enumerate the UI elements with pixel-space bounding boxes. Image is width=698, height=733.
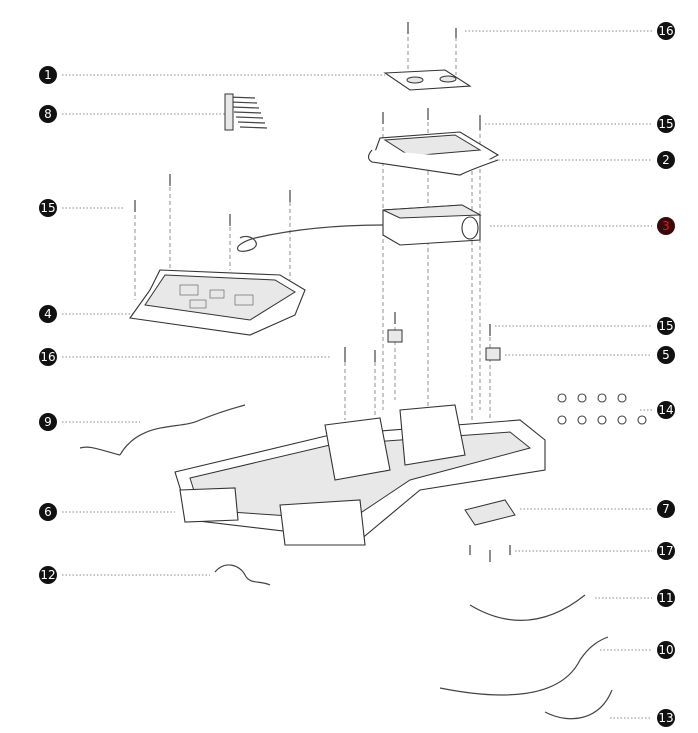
callout-15: 15 — [39, 199, 57, 217]
callout-1: 1 — [39, 66, 57, 84]
part-small-brackets — [387, 329, 501, 361]
part-screws — [134, 22, 511, 562]
callout-9: 9 — [39, 413, 57, 431]
callout-13: 13 — [657, 709, 675, 727]
svg-text:4: 4 — [44, 307, 52, 321]
svg-text:10: 10 — [658, 643, 673, 657]
svg-text:12: 12 — [40, 568, 55, 582]
callout-3-highlighted: 3 — [657, 217, 675, 235]
svg-text:15: 15 — [658, 319, 673, 333]
callout-16: 16 — [657, 22, 675, 40]
callout-4: 4 — [39, 305, 57, 323]
part-ribbon-connector — [224, 93, 268, 131]
part-sensor-plate — [464, 499, 516, 526]
svg-text:16: 16 — [40, 350, 55, 364]
callout-15: 15 — [657, 115, 675, 133]
svg-text:16: 16 — [658, 24, 673, 38]
svg-text:11: 11 — [658, 591, 673, 605]
svg-text:15: 15 — [40, 201, 55, 215]
callout-12: 12 — [39, 566, 57, 584]
svg-text:15: 15 — [658, 117, 673, 131]
svg-text:8: 8 — [44, 107, 52, 121]
part-power-module — [236, 204, 482, 252]
part-cover-plate — [383, 69, 472, 91]
svg-text:17: 17 — [658, 544, 673, 558]
svg-text:5: 5 — [662, 348, 670, 362]
callout-15: 15 — [657, 317, 675, 335]
svg-text:6: 6 — [44, 505, 52, 519]
callout-14: 14 — [657, 401, 675, 419]
callout-11: 11 — [657, 589, 675, 607]
callout-5: 5 — [657, 346, 675, 364]
part-cables — [79, 404, 613, 720]
callout-17: 17 — [657, 542, 675, 560]
svg-text:1: 1 — [44, 68, 52, 82]
part-clips — [557, 393, 647, 425]
callout-10: 10 — [657, 641, 675, 659]
callout-8: 8 — [39, 105, 57, 123]
callouts-left: 1 8 15 4 16 9 6 12 — [39, 66, 57, 584]
leader-lines — [62, 30, 652, 719]
svg-text:13: 13 — [658, 711, 673, 725]
svg-text:3: 3 — [662, 219, 670, 233]
callout-2: 2 — [657, 151, 675, 169]
callout-16: 16 — [39, 348, 57, 366]
svg-text:7: 7 — [662, 502, 670, 516]
callout-6: 6 — [39, 503, 57, 521]
svg-text:9: 9 — [44, 415, 52, 429]
callout-7: 7 — [657, 500, 675, 518]
part-base-chassis — [174, 404, 546, 546]
part-control-board — [129, 269, 306, 336]
callouts-right: 16 15 2 3 15 5 14 7 17 11 10 13 — [657, 22, 675, 727]
svg-text:14: 14 — [658, 403, 673, 417]
svg-text:2: 2 — [662, 153, 670, 167]
part-top-housing — [367, 131, 500, 176]
